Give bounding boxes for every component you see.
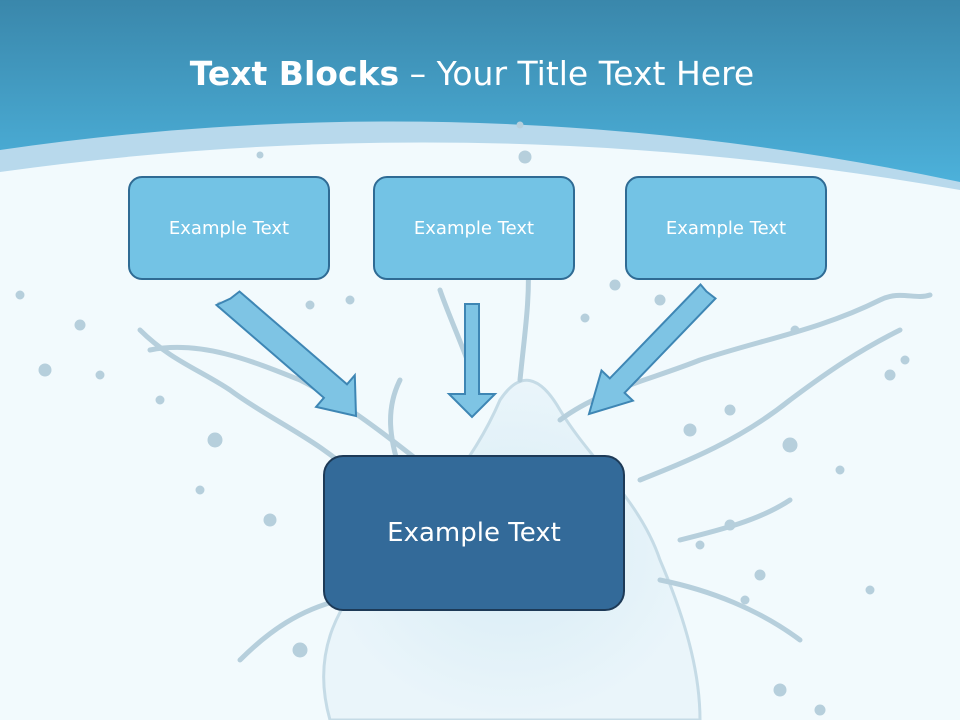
main-text-block[interactable]: Example Text [323,455,625,611]
arrow-left [214,290,358,418]
text-block-2[interactable]: Example Text [373,176,575,280]
title-bold: Text Blocks [189,54,400,93]
text-block-3-label: Example Text [665,217,787,239]
slide-title: Text Blocks – Your Title Text Here [0,52,944,96]
text-block-3[interactable]: Example Text [625,176,827,280]
title-rest: Your Title Text Here [436,54,755,93]
main-text-block-label: Example Text [387,518,561,548]
arrow-right [587,283,717,416]
title-separator: – [399,54,437,93]
text-block-1[interactable]: Example Text [128,176,330,280]
arrow-center [446,303,498,419]
text-block-1-label: Example Text [168,217,290,239]
text-block-2-label: Example Text [413,217,535,239]
content-area [0,142,960,720]
